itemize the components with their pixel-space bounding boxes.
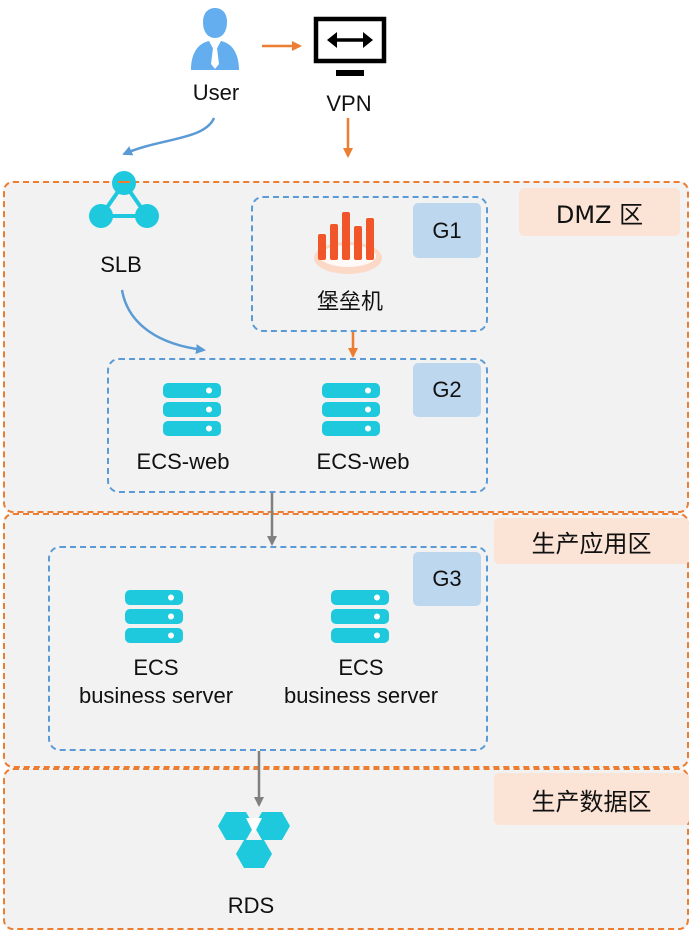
group-tag-g3: G3 — [413, 552, 481, 606]
group-tag-g1-label: G1 — [432, 217, 462, 243]
vpn-icon — [313, 16, 387, 76]
group-tag-g3-label: G3 — [432, 566, 462, 591]
zone-tag-data: 生产数据区 — [494, 773, 689, 825]
ecs-web-1-server-icon — [163, 383, 221, 436]
slb-icon — [89, 171, 159, 228]
zone-tag-dmz: DMZ 区 — [519, 188, 680, 236]
ecs-web-2-label: ECS-web — [316, 449, 410, 474]
ecs-web-1-label: ECS-web — [136, 449, 230, 474]
group-g3 — [48, 546, 488, 751]
vpn-label: VPN — [326, 91, 372, 116]
group-g1 — [251, 196, 488, 332]
ecs-business-1-server-icon — [125, 590, 183, 643]
group-tag-g2: G2 — [413, 363, 481, 417]
ecs-business-1-line2: business server — [78, 683, 234, 708]
group-g2 — [107, 358, 488, 493]
bastion-bar-chart-icon — [314, 212, 382, 274]
rds-label: RDS — [227, 893, 275, 918]
rds-database-icon — [218, 812, 290, 868]
ecs-business-2-line2: business server — [283, 683, 439, 708]
slb-label: SLB — [100, 252, 142, 277]
zone-tag-dmz-label: DMZ 区 — [555, 200, 644, 229]
arrow-user-to-slb — [122, 117, 216, 156]
user-icon — [191, 8, 239, 70]
ecs-business-2-label: ECS business server — [261, 654, 461, 710]
ecs-business-1-line1: ECS — [133, 655, 179, 680]
bastion-label: 堡垒机 — [316, 290, 383, 315]
ecs-business-2-server-icon — [331, 590, 389, 643]
group-tag-g2-label: G2 — [432, 377, 462, 402]
group-tag-g1: G1 — [413, 203, 481, 258]
zone-tag-app-label: 生产应用区 — [531, 529, 652, 558]
ecs-business-2-line1: ECS — [338, 655, 384, 680]
user-label: User — [192, 80, 240, 105]
ecs-web-2-server-icon — [322, 383, 380, 436]
zone-tag-data-label: 生产数据区 — [531, 787, 652, 816]
zone-tag-app: 生产应用区 — [494, 518, 689, 564]
ecs-business-1-label: ECS business server — [56, 654, 256, 710]
